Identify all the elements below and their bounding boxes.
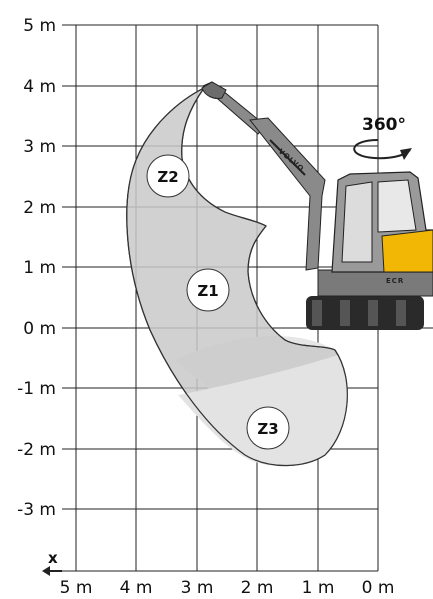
y-tick-neg1m: -1 m bbox=[17, 379, 56, 399]
engine-cover bbox=[381, 229, 433, 273]
y-tick-3m: 3 m bbox=[23, 137, 56, 157]
cab-window-2 bbox=[377, 179, 417, 233]
x-axis-marker: x bbox=[42, 549, 62, 576]
reach-envelope-outline bbox=[126, 87, 348, 467]
x-tick-1m: 1 m bbox=[302, 578, 335, 598]
zone-label-z1: Z1 bbox=[197, 282, 218, 300]
x-tick-0m: 0 m bbox=[362, 578, 395, 598]
x-axis-label: x bbox=[48, 549, 58, 567]
zone-label-z2: Z2 bbox=[157, 168, 178, 186]
x-axis-arrow-head bbox=[42, 566, 50, 576]
x-axis-labels: 5 m 4 m 3 m 2 m 1 m 0 m bbox=[60, 578, 395, 598]
rotation-indicator: 360° bbox=[353, 115, 412, 160]
rotation-label: 360° bbox=[362, 115, 406, 135]
x-tick-3m: 3 m bbox=[181, 578, 214, 598]
zone-marker-z2: Z2 bbox=[146, 154, 190, 198]
hydraulic-cylinder bbox=[269, 139, 306, 176]
cab-window bbox=[341, 181, 373, 263]
excavator-arm: VOLVO bbox=[201, 81, 326, 271]
y-tick-neg3m: -3 m bbox=[17, 500, 56, 520]
y-tick-1m: 1 m bbox=[23, 258, 56, 278]
zone-label-z3: Z3 bbox=[257, 420, 278, 438]
x-tick-2m: 2 m bbox=[241, 578, 274, 598]
excavator-bucket bbox=[201, 81, 227, 99]
y-tick-0m: 0 m bbox=[23, 319, 56, 339]
body-model-label: ECR bbox=[386, 277, 404, 285]
y-tick-2m: 2 m bbox=[23, 198, 56, 218]
rotation-arrow bbox=[353, 139, 411, 160]
excavator-boom bbox=[249, 117, 326, 271]
x-tick-5m: 5 m bbox=[60, 578, 93, 598]
zone-marker-z3: Z3 bbox=[246, 406, 290, 450]
excavator-body: ECR bbox=[306, 171, 433, 330]
excavator-frame bbox=[317, 269, 433, 297]
zone-marker-z1: Z1 bbox=[186, 268, 230, 312]
y-tick-5m: 5 m bbox=[23, 16, 56, 36]
excavator-track bbox=[306, 296, 424, 330]
y-tick-neg2m: -2 m bbox=[17, 440, 56, 460]
y-tick-4m: 4 m bbox=[23, 77, 56, 97]
rotation-arrow-head bbox=[400, 148, 412, 160]
y-axis-labels: 5 m 4 m 3 m 2 m 1 m 0 m -1 m -2 m -3 m bbox=[17, 16, 56, 520]
x-tick-4m: 4 m bbox=[120, 578, 153, 598]
